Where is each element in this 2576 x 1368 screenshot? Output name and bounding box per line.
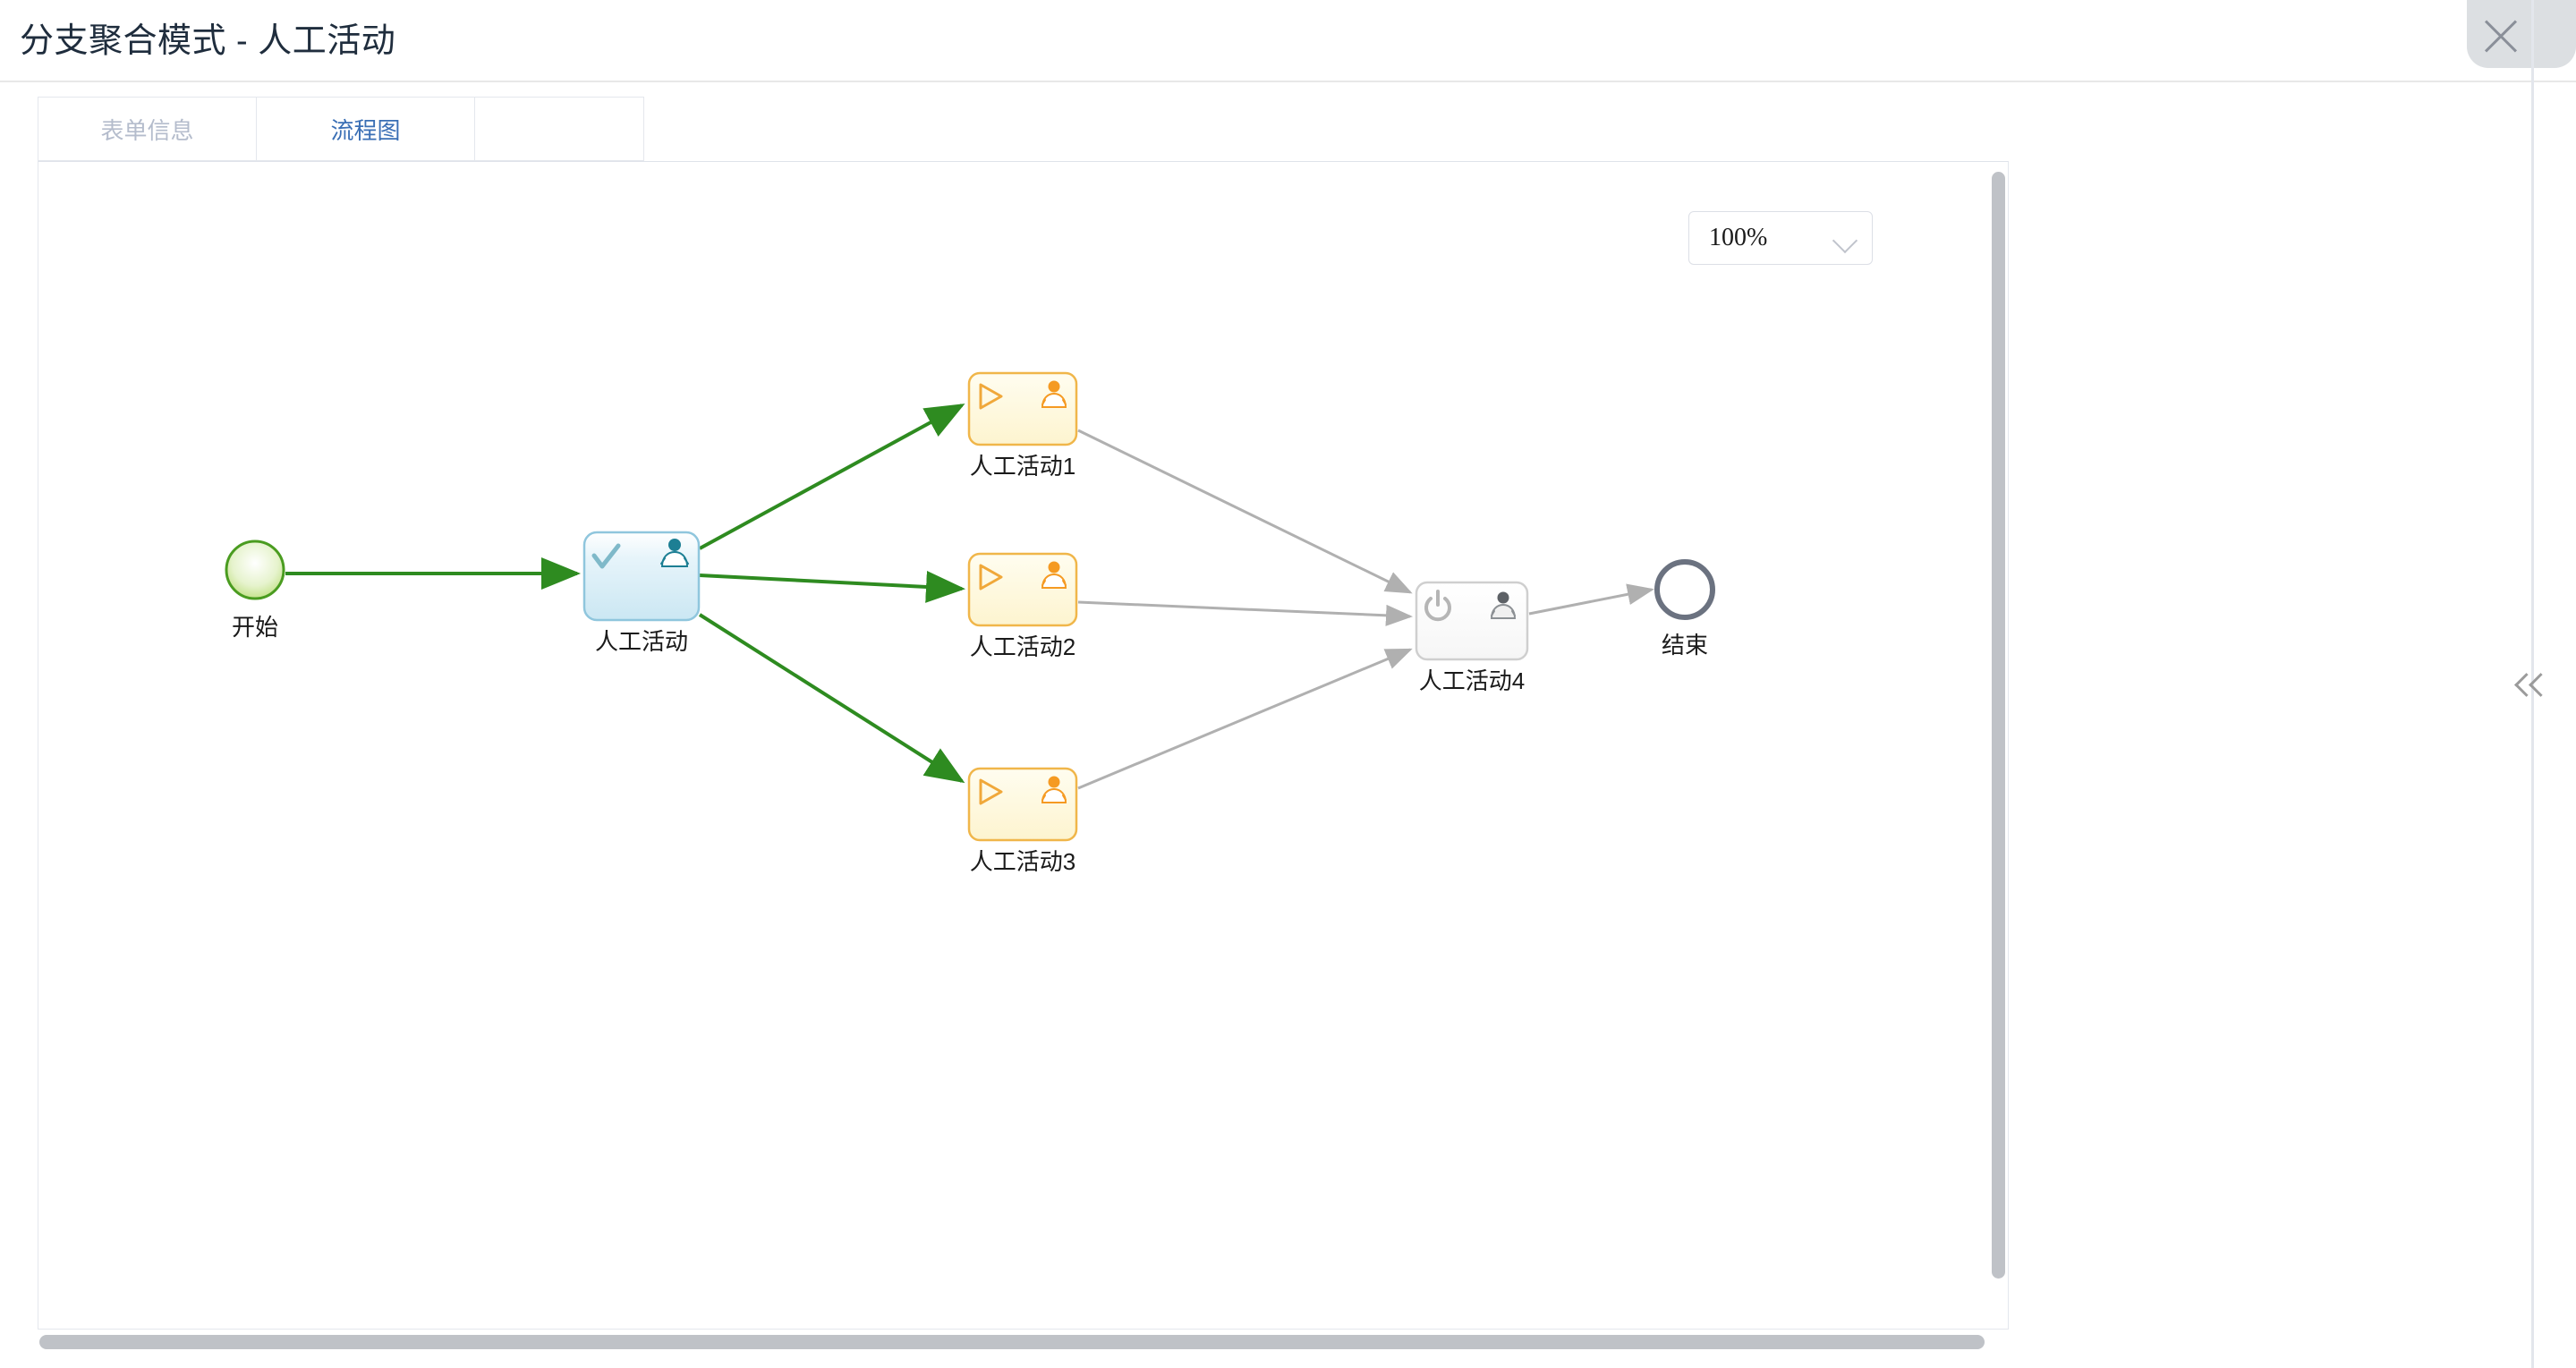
- tab-form-info[interactable]: 表单信息: [38, 97, 256, 161]
- edge-task1-task4: [1077, 429, 1413, 594]
- edge-task0-task1: [699, 404, 965, 550]
- zoom-level-select[interactable]: 100%: [1688, 211, 1873, 265]
- person-icon: [1041, 561, 1067, 589]
- vertical-scrollbar-thumb[interactable]: [1992, 172, 2005, 1279]
- play-icon: [979, 383, 1003, 410]
- node-task-renwu-huodong-4[interactable]: [1415, 581, 1529, 661]
- person-icon: [1490, 591, 1517, 619]
- edges-done: [285, 404, 965, 784]
- power-icon: [1424, 590, 1451, 622]
- edge-task0-task2: [699, 570, 965, 603]
- tab-filler: [474, 97, 644, 161]
- node-start[interactable]: [225, 540, 285, 600]
- node-end[interactable]: [1654, 559, 1715, 620]
- node-task-renwu-huodong-2[interactable]: [967, 552, 1078, 627]
- flowchart-svg: [225, 371, 1715, 842]
- double-chevron-left-icon-second: [2529, 673, 2553, 697]
- node-label-task0: 人工活动: [594, 628, 689, 655]
- collapse-panel-button[interactable]: [2511, 662, 2557, 709]
- horizontal-scrollbar-thumb[interactable]: [39, 1335, 1985, 1349]
- node-task-renwu-huodong[interactable]: [582, 531, 701, 622]
- dialog-header: 分支聚合模式 - 人工活动: [0, 0, 2576, 82]
- person-icon: [660, 539, 689, 567]
- close-button[interactable]: [2467, 0, 2576, 68]
- edge-task0-task3: [698, 613, 965, 784]
- close-icon: [2479, 14, 2522, 57]
- node-label-end: 结束: [1661, 632, 1709, 659]
- edge-task4-end: [1528, 583, 1654, 616]
- person-icon: [1041, 776, 1067, 803]
- edges-pending: [1077, 429, 1654, 790]
- tab-flowchart[interactable]: 流程图: [256, 97, 474, 161]
- flowchart-canvas[interactable]: 开始 人工活动 人工活动1 人工活动2 人工活动3 人工活动4 结束: [38, 161, 2009, 1330]
- page-title: 分支聚合模式 - 人工活动: [20, 22, 396, 60]
- chevron-down-icon: [1832, 227, 1858, 254]
- play-icon: [979, 778, 1003, 805]
- right-panel-divider: [2531, 0, 2534, 1368]
- node-label-task4: 人工活动4: [1418, 667, 1526, 694]
- edge-task2-task4: [1077, 600, 1413, 626]
- tab-bar: 表单信息 流程图: [38, 97, 644, 161]
- zoom-level-value: 100%: [1709, 224, 1768, 251]
- node-task-renwu-huodong-1[interactable]: [967, 371, 1078, 446]
- node-label-task1: 人工活动1: [969, 453, 1076, 480]
- node-label-task3: 人工活动3: [969, 848, 1076, 875]
- node-label-task2: 人工活动2: [969, 633, 1076, 660]
- check-icon: [591, 543, 621, 569]
- play-icon: [979, 564, 1003, 591]
- node-label-start: 开始: [231, 614, 279, 641]
- edge-task3-task4: [1077, 648, 1413, 790]
- node-task-renwu-huodong-3[interactable]: [967, 767, 1078, 842]
- person-icon: [1041, 380, 1067, 408]
